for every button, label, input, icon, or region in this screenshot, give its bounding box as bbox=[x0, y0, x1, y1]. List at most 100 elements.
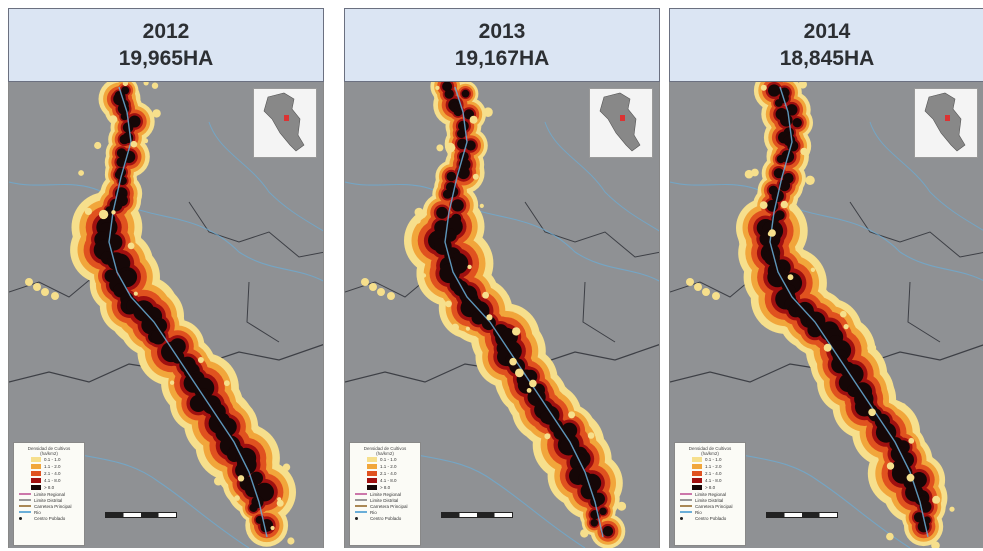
legend-class: 0.1 - 1.0 bbox=[678, 456, 742, 463]
district-boundary bbox=[849, 201, 983, 258]
density-blob bbox=[544, 433, 551, 440]
legend-class: 2.1 - 4.0 bbox=[17, 470, 81, 477]
legend-class: 4.1 - 8.0 bbox=[353, 477, 417, 484]
density-blob bbox=[590, 519, 599, 527]
legend-swatch bbox=[31, 457, 41, 462]
density-blob bbox=[109, 115, 118, 124]
density-blob bbox=[908, 437, 915, 444]
density-blob bbox=[445, 300, 452, 308]
map-graphic bbox=[9, 82, 323, 548]
density-blob bbox=[421, 273, 427, 278]
map-legend: Densidad de Cultivos (ha/km2) 0.1 - 1.0 … bbox=[349, 442, 421, 546]
density-blob bbox=[169, 380, 175, 385]
panel-area: 19,965HA bbox=[118, 47, 214, 70]
density-blob bbox=[919, 500, 932, 513]
density-blob bbox=[237, 475, 245, 482]
main-river bbox=[108, 86, 268, 538]
legend-class: 2.1 - 4.0 bbox=[678, 470, 742, 477]
density-blob bbox=[214, 476, 223, 486]
density-blob bbox=[712, 292, 720, 300]
density-blob bbox=[442, 82, 453, 92]
river bbox=[345, 181, 659, 282]
density-blob bbox=[445, 142, 456, 153]
density-blob bbox=[436, 206, 448, 219]
density-blob bbox=[774, 99, 783, 107]
density-blob bbox=[913, 512, 925, 523]
district-boundary bbox=[524, 201, 659, 258]
density-blob bbox=[460, 122, 468, 130]
legend-class: > 8.0 bbox=[678, 484, 742, 491]
density-blob bbox=[361, 278, 369, 286]
density-blob bbox=[778, 179, 791, 192]
legend-class: 1.1 - 2.0 bbox=[17, 463, 81, 470]
density-blob bbox=[94, 141, 102, 150]
map-panel-2012: 2012 19,965HA Densidad de Cultivos (ha/k… bbox=[8, 8, 326, 548]
density-blob bbox=[143, 138, 149, 144]
density-blob bbox=[764, 249, 780, 266]
density-blob bbox=[694, 283, 702, 291]
density-blob bbox=[151, 318, 168, 334]
density-blob bbox=[435, 85, 440, 90]
density-blob bbox=[451, 199, 464, 212]
legend-line: Limite Regional bbox=[353, 491, 417, 497]
density-map: Densidad de Cultivos (ha/km2) 0.1 - 1.0 … bbox=[8, 82, 324, 548]
density-blob bbox=[760, 84, 767, 91]
legend-swatch bbox=[367, 471, 377, 476]
river bbox=[208, 121, 323, 232]
density-blob bbox=[457, 129, 466, 138]
density-blob bbox=[917, 520, 930, 533]
river bbox=[9, 181, 323, 282]
density-blob bbox=[482, 291, 489, 299]
density-blob bbox=[800, 147, 808, 156]
panel-header: 2014 18,845HA bbox=[669, 8, 983, 82]
density-blob bbox=[197, 357, 204, 363]
density-blob bbox=[868, 408, 876, 417]
density-blob bbox=[224, 380, 230, 387]
density-blob bbox=[590, 495, 602, 508]
density-blob bbox=[127, 242, 135, 250]
density-blob bbox=[886, 532, 894, 541]
density-blob bbox=[249, 503, 258, 512]
density-blob bbox=[529, 379, 537, 388]
density-class-5 bbox=[93, 86, 274, 533]
peru-inset-map bbox=[253, 88, 317, 158]
panel-header: 2012 19,965HA bbox=[8, 8, 324, 82]
district-boundary bbox=[188, 201, 323, 258]
density-blob bbox=[78, 170, 84, 176]
density-blob bbox=[479, 203, 484, 208]
scale-bar bbox=[766, 512, 838, 518]
legend-swatch bbox=[367, 457, 377, 462]
map-legend: Densidad de Cultivos (ha/km2) 0.1 - 1.0 … bbox=[13, 442, 85, 546]
legend-line: Limite Regional bbox=[678, 491, 742, 497]
peru-inset-map bbox=[589, 88, 653, 158]
panel-area: 18,845HA bbox=[779, 47, 875, 70]
map-panel-2013: 2013 19,167HA Densidad de Cultivos (ha/k… bbox=[344, 8, 662, 548]
density-map: Densidad de Cultivos (ha/km2) 0.1 - 1.0 … bbox=[344, 82, 660, 548]
legend-swatch bbox=[692, 471, 702, 476]
legend-swatch bbox=[692, 485, 702, 490]
panel-year: 2012 bbox=[142, 20, 190, 43]
density-blob bbox=[776, 155, 785, 164]
density-blob bbox=[98, 209, 109, 220]
legend-title: Densidad de Cultivos (ha/km2) bbox=[27, 446, 71, 456]
density-blob bbox=[276, 499, 284, 507]
density-blob bbox=[369, 283, 377, 291]
main-river bbox=[444, 86, 604, 538]
density-blob bbox=[686, 278, 694, 286]
density-blob bbox=[617, 501, 627, 511]
density-blob bbox=[472, 173, 479, 180]
density-blob bbox=[810, 267, 816, 272]
density-blob bbox=[453, 106, 463, 117]
density-blob bbox=[457, 166, 470, 180]
density-blob bbox=[486, 314, 493, 321]
density-class-5 bbox=[428, 82, 614, 537]
density-blob bbox=[451, 323, 459, 332]
density-blob bbox=[843, 324, 849, 330]
map-legend: Densidad de Cultivos (ha/km2) 0.1 - 1.0 … bbox=[674, 442, 746, 546]
density-blob bbox=[886, 462, 895, 470]
density-blob bbox=[932, 495, 941, 504]
density-blob bbox=[467, 264, 472, 270]
density-blob bbox=[143, 82, 149, 86]
density-blob bbox=[25, 278, 33, 286]
legend-swatch bbox=[31, 485, 41, 490]
